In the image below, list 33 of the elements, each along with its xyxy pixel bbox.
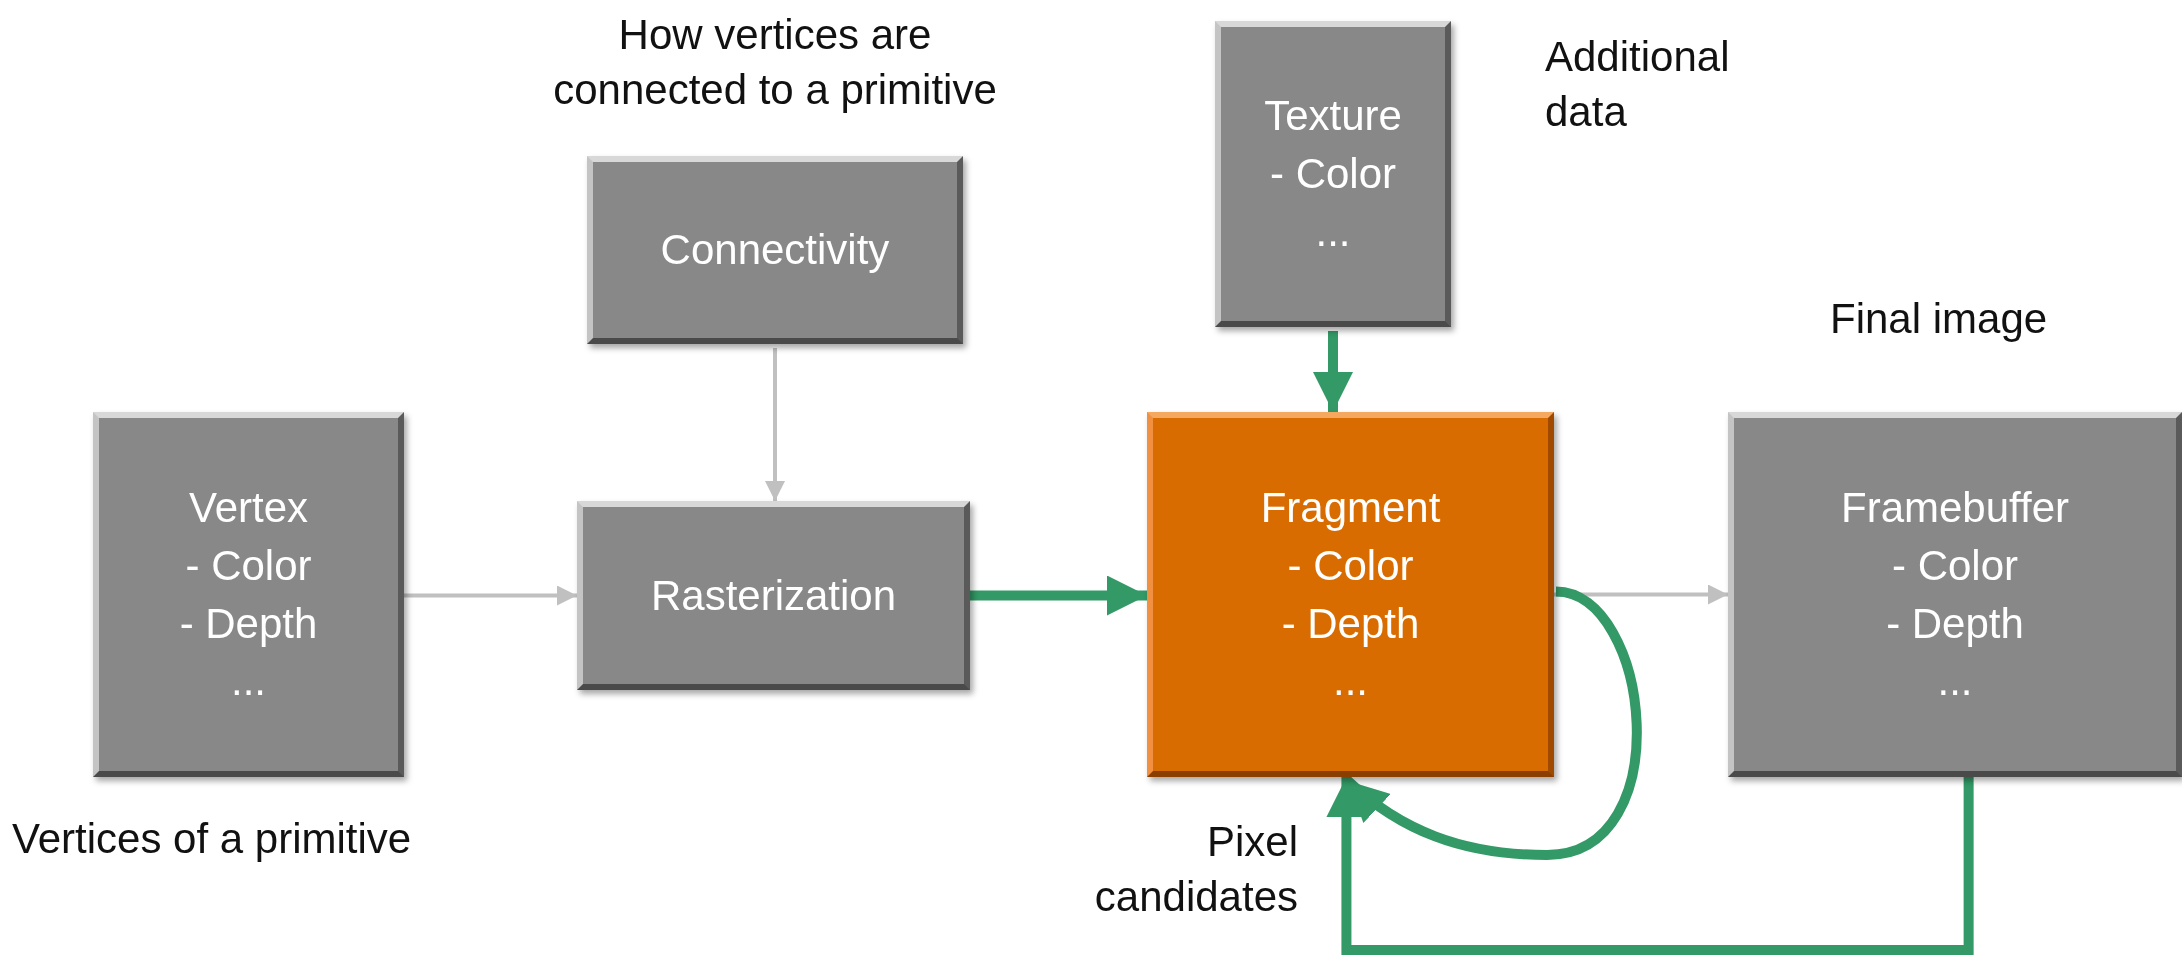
annotation: Pixel candidates xyxy=(1093,817,1298,922)
box-label: ... xyxy=(231,656,266,707)
annotation: Additional data xyxy=(1545,32,1731,137)
annotation: Final image xyxy=(1830,294,2049,344)
annotation: Vertices of a primitive xyxy=(12,814,413,864)
box-label: Vertex xyxy=(188,482,309,533)
process-box xyxy=(1215,21,1451,327)
box-label: - Color xyxy=(1287,540,1414,591)
box-label: - Color xyxy=(185,540,312,591)
process-box xyxy=(1147,412,1554,777)
box-label: - Depth xyxy=(179,598,318,649)
box-label: - Color xyxy=(1892,540,2018,591)
process-box xyxy=(577,501,970,690)
box-label: Rasterization xyxy=(650,570,897,621)
box-label: - Depth xyxy=(1886,598,2024,649)
arrow xyxy=(1313,331,1353,412)
arrow xyxy=(970,575,1147,616)
box-label: Connectivity xyxy=(660,225,890,275)
box-label: - Color xyxy=(1270,149,1396,199)
box-label: ... xyxy=(1315,206,1351,257)
box-label: Fragment xyxy=(1260,482,1441,533)
box-label: ... xyxy=(1333,656,1368,707)
box-label: ... xyxy=(1937,656,1973,707)
box-label: Texture xyxy=(1264,91,1402,142)
process-box xyxy=(587,156,963,344)
process-box xyxy=(93,412,404,777)
box-label: - Depth xyxy=(1281,598,1420,649)
arrow xyxy=(404,585,577,606)
process-box xyxy=(1728,412,2182,777)
box-label: Framebuffer xyxy=(1841,482,2069,533)
annotation: How vertices are connected to a primitive xyxy=(552,10,998,115)
arrow xyxy=(765,348,785,501)
arrow xyxy=(1326,777,1974,955)
